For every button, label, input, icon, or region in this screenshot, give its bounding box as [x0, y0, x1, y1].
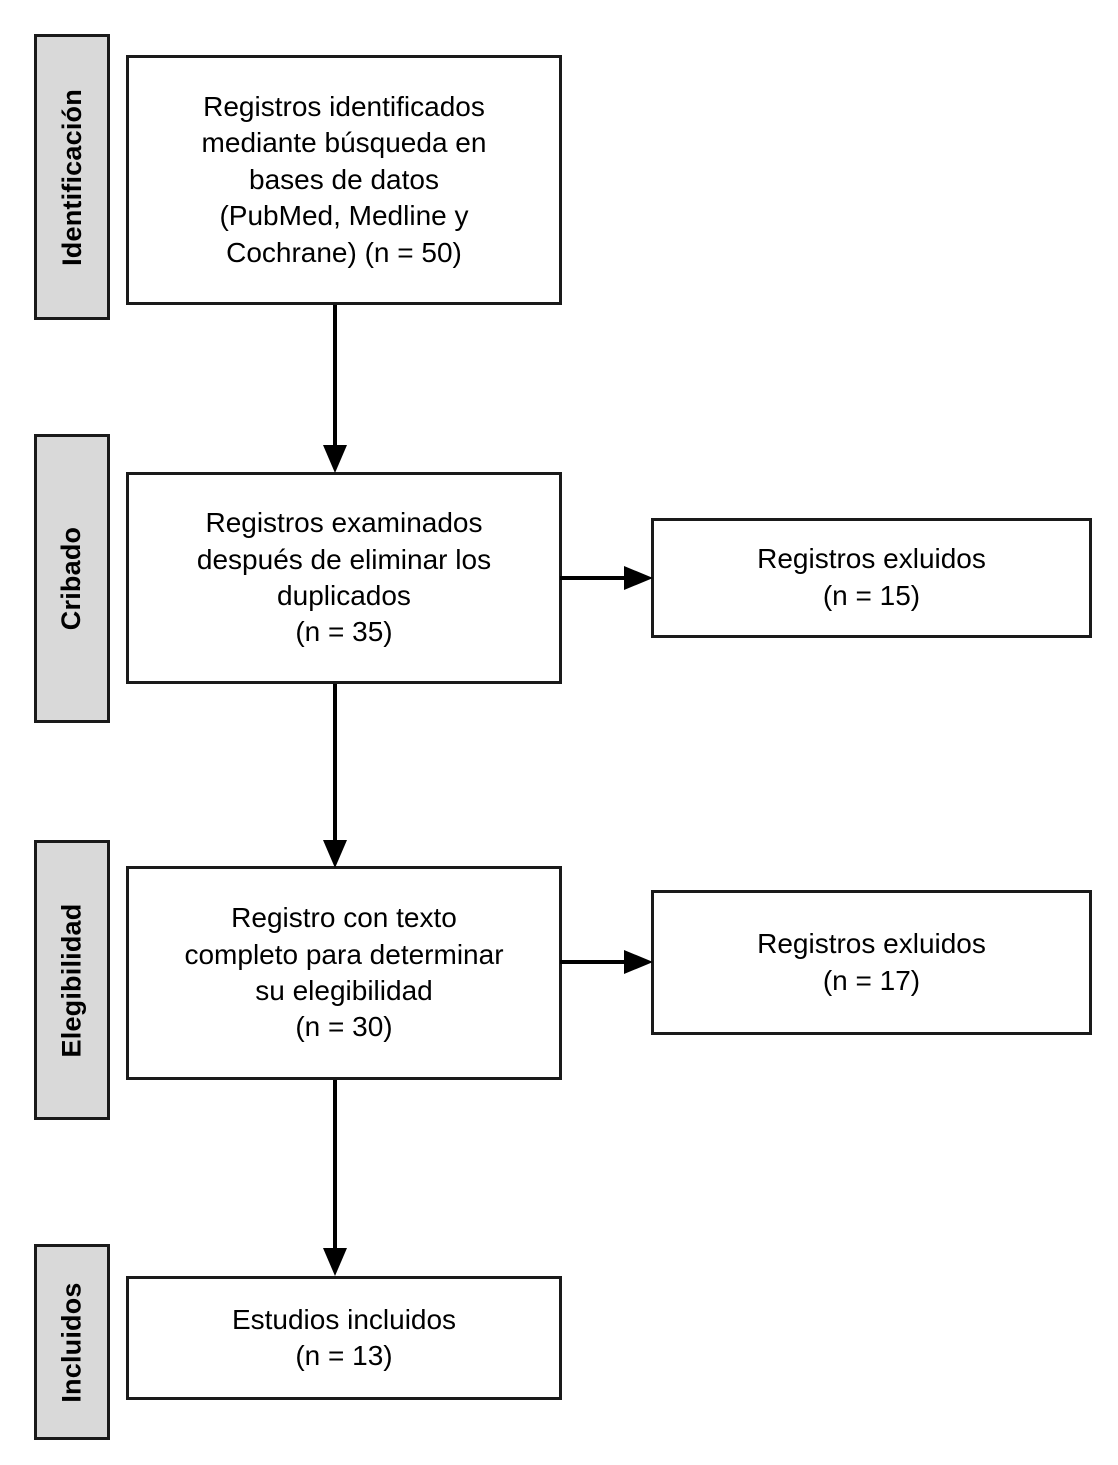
flow-box-text: Registros examinados después de eliminar… [196, 507, 492, 648]
exclusion-box-excluded-eligibility: Registros exluidos (n = 17) [651, 890, 1092, 1035]
stage-label-text: Elegibilidad [56, 903, 87, 1057]
arrow-eligibility-to-excluded [560, 947, 656, 977]
flow-box-text: Registros identificados mediante búsqued… [201, 91, 487, 268]
flow-box-text: Estudios incluidos (n = 13) [231, 1303, 457, 1371]
stage-label-text: Incluidos [56, 1281, 87, 1403]
flow-box-fulltext-eligibility: Registro con texto completo para determi… [126, 866, 562, 1080]
stage-label-cribado: Cribado [34, 434, 110, 723]
arrow-eligibility-to-included [320, 1080, 350, 1278]
flow-box-included-studies: Estudios incluidos (n = 13) [126, 1276, 562, 1400]
exclusion-box-excluded-screening: Registros exluidos (n = 15) [651, 518, 1092, 638]
exclusion-box-text: Registros exluidos (n = 17) [757, 927, 986, 996]
arrow-identified-to-screened [320, 305, 350, 475]
stage-label-text: Cribado [56, 526, 87, 631]
flow-box-identified-records: Registros identificados mediante búsqued… [126, 55, 562, 305]
stage-label-incluidos: Incluidos [34, 1244, 110, 1440]
exclusion-box-text: Registros exluidos (n = 15) [757, 543, 986, 611]
flow-box-screened-records: Registros examinados después de eliminar… [126, 472, 562, 684]
stage-label-elegibilidad: Elegibilidad [34, 840, 110, 1120]
flow-box-text: Registro con texto completo para determi… [184, 902, 504, 1043]
stage-label-identificacion: Identificación [34, 34, 110, 320]
stage-label-text: Identificación [56, 88, 87, 266]
arrow-screened-to-excluded [560, 563, 656, 593]
arrow-screened-to-eligibility [320, 684, 350, 870]
